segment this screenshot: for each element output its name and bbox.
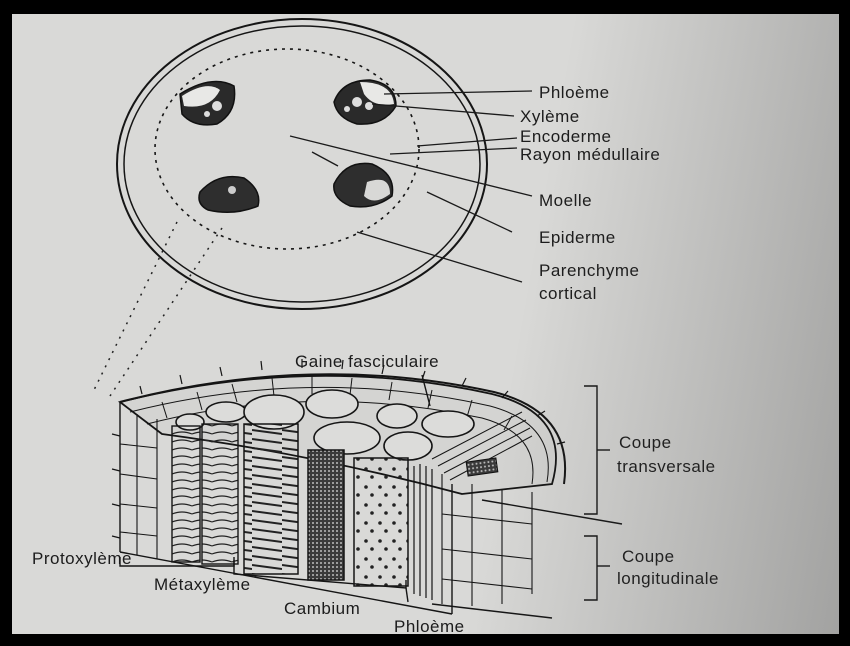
photo-frame: Phloème Xylème Encoderme Rayon médullair… bbox=[12, 14, 839, 634]
cortex-columns-left bbox=[120, 414, 157, 559]
label-rayon-medullaire: Rayon médullaire bbox=[520, 145, 660, 164]
metaxylem-pitted-vessel bbox=[354, 458, 408, 586]
endodermis-dashed-ring bbox=[155, 49, 419, 249]
vascular-bundle-top-left bbox=[180, 82, 235, 125]
label-cambium: Cambium bbox=[284, 599, 360, 618]
cross-section-labels: Phloème Xylème Encoderme Rayon médullair… bbox=[520, 83, 660, 303]
label-gaine-fasciculaire: Gaine fasciculaire bbox=[295, 352, 439, 371]
label-parenchyme: Parenchyme bbox=[539, 261, 639, 280]
vascular-bundle-top-right bbox=[334, 80, 396, 124]
label-moelle: Moelle bbox=[539, 191, 592, 210]
label-coupe-longitudinale-1: Coupe bbox=[622, 547, 675, 566]
metaxylem-scalariform-vessel bbox=[244, 424, 298, 574]
protoxylem-ringed-vessel bbox=[172, 426, 200, 562]
label-epiderme: Epiderme bbox=[539, 228, 616, 247]
label-metaxyleme: Métaxylème bbox=[154, 575, 251, 594]
label-phloeme-bottom: Phloème bbox=[394, 617, 465, 634]
cross-section bbox=[117, 19, 532, 309]
protoxylem-spiral-vessel bbox=[202, 424, 238, 564]
epidermis-inner-outline bbox=[124, 26, 480, 302]
label-cortical: cortical bbox=[539, 284, 597, 303]
label-protoxyleme: Protoxylème bbox=[32, 549, 132, 568]
metaxylem-reticulate-vessel bbox=[308, 450, 344, 580]
label-phloeme-top: Phloème bbox=[539, 83, 610, 102]
cross-section-leader-lines bbox=[290, 91, 532, 282]
label-endoderme: Encoderme bbox=[520, 127, 611, 146]
stem-anatomy-diagram: Phloème Xylème Encoderme Rayon médullair… bbox=[12, 14, 839, 634]
label-coupe-transversale-1: Coupe bbox=[619, 433, 672, 452]
vascular-bundle-bottom-left bbox=[199, 177, 259, 213]
phloem-columns bbox=[442, 474, 532, 606]
vascular-bundle-bottom-right bbox=[334, 163, 393, 206]
epidermis-outline bbox=[117, 19, 487, 309]
zoom-dotted-lines bbox=[92, 222, 222, 396]
label-coupe-transversale-2: transversale bbox=[617, 457, 716, 476]
label-coupe-longitudinale-2: longitudinale bbox=[617, 569, 719, 588]
label-xyleme: Xylème bbox=[520, 107, 580, 126]
